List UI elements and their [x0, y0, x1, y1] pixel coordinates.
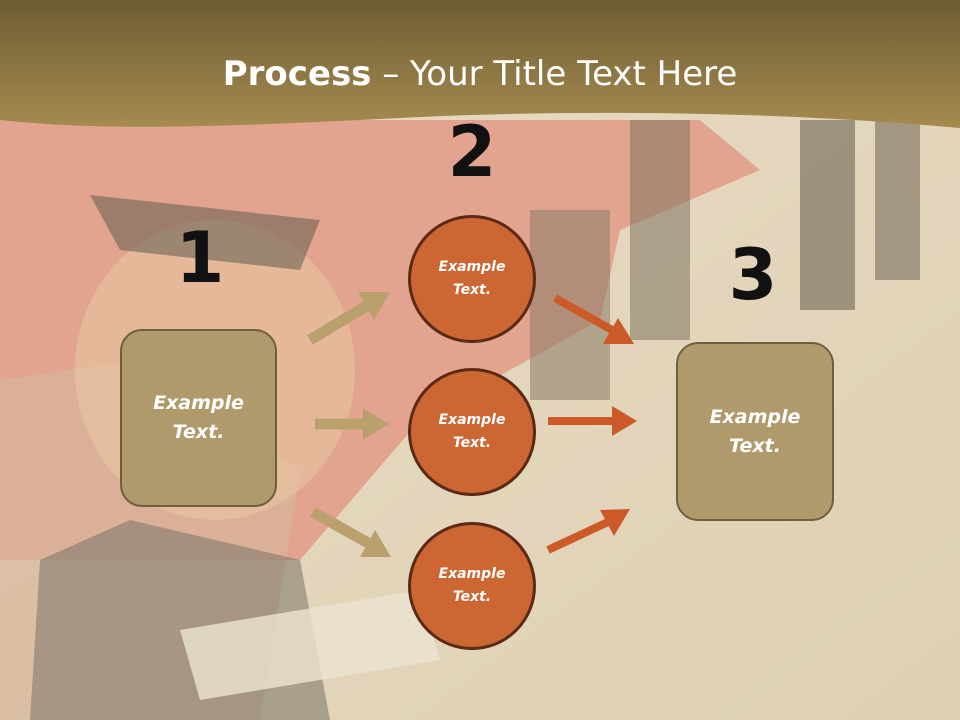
arrow-left-to-top: [307, 292, 390, 345]
left-box: Example Text.: [120, 329, 277, 507]
title-bold: Process: [222, 54, 372, 94]
circle-bottom-line1: Example: [438, 566, 506, 582]
right-box-line2: Text.: [729, 434, 781, 457]
step-number-2: 2: [447, 111, 497, 193]
arrow-middle-to-right: [548, 406, 637, 436]
arrow-left-to-bottom: [310, 507, 391, 557]
circle-bottom: Example Text.: [408, 522, 536, 650]
circle-top: Example Text.: [408, 215, 536, 343]
slide-title: Process – Your Title Text Here: [0, 52, 960, 96]
arrow-left-to-middle: [315, 408, 389, 440]
right-box: Example Text.: [676, 342, 834, 521]
circle-middle-line2: Text.: [452, 435, 492, 451]
title-rest: – Your Title Text Here: [371, 54, 738, 94]
step-number-3: 3: [728, 234, 778, 316]
circle-middle-line1: Example: [438, 412, 506, 428]
left-box-line1: Example: [153, 392, 244, 414]
circle-top-line2: Text.: [452, 282, 492, 298]
right-box-line1: Example: [709, 405, 801, 428]
circle-top-line1: Example: [438, 259, 506, 275]
arrow-top-to-right: [553, 294, 634, 344]
arrow-bottom-to-right: [546, 509, 630, 554]
left-box-line2: Text.: [172, 421, 225, 443]
circle-middle: Example Text.: [408, 368, 536, 496]
step-number-1: 1: [175, 217, 225, 299]
circle-bottom-line2: Text.: [452, 589, 492, 605]
